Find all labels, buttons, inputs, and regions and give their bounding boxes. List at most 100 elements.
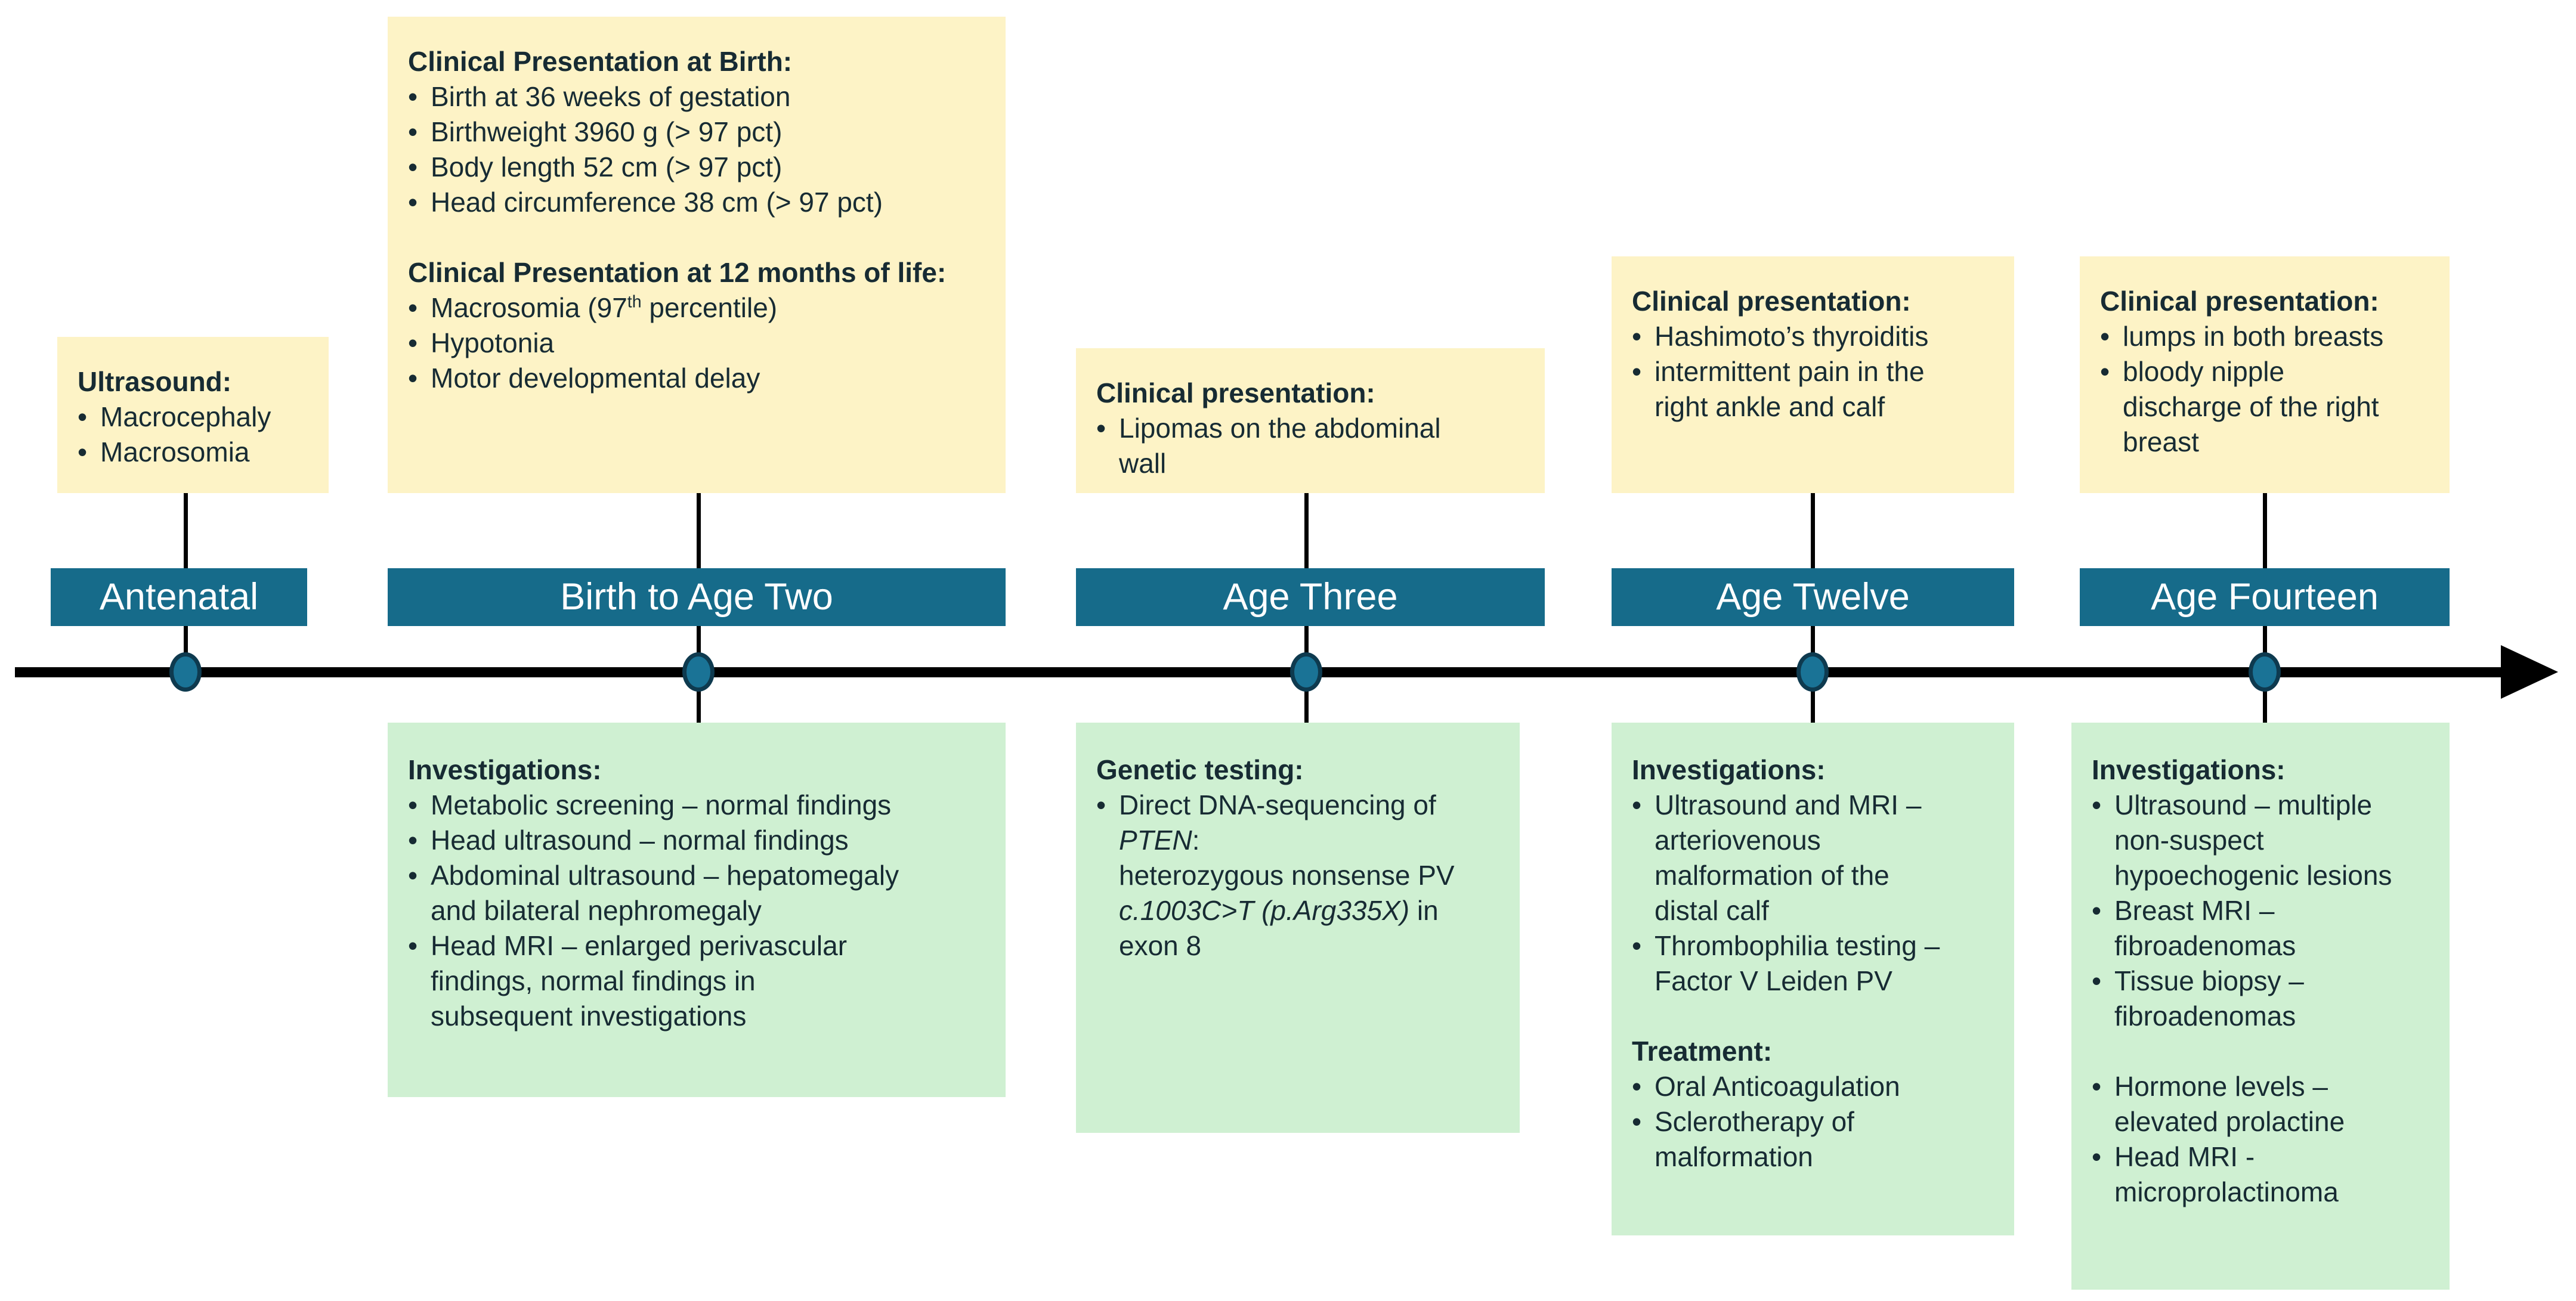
bullet-marker-icon: •	[2100, 356, 2110, 387]
bullet-marker-icon: •	[408, 789, 418, 820]
bullet-item: • Thrombophilia testing –Factor V Leiden …	[1632, 928, 1994, 999]
bullet-item: • Birth at 36 weeks of gestation	[408, 79, 985, 114]
bullet-marker-icon: •	[1632, 1106, 1642, 1137]
bullet-item: • Body length 52 cm (> 97 pct)	[408, 150, 985, 185]
bullet-text: Birthweight 3960 g (> 97 pct)	[431, 116, 783, 147]
bullet-item: • Metabolic screening – normal findings	[408, 788, 985, 823]
bullet-marker-icon: •	[408, 292, 418, 323]
bullet-item: • Hashimoto’s thyroiditis	[1632, 319, 1994, 354]
bullet-text: Oral Anticoagulation	[1655, 1071, 1900, 1102]
bullet-item: •Macrosomia (97th percentile)	[408, 290, 985, 326]
box-heading: Genetic testing:	[1096, 754, 1304, 785]
bullet-marker-icon: •	[78, 401, 88, 432]
clinical-presentation-box: Clinical presentation: • Hashimoto’s thyro…	[1612, 256, 2014, 493]
bullet-gap	[2092, 1034, 2429, 1069]
bullet-text: Head ultrasound – normal findings	[431, 825, 849, 856]
genetic-testing-box: Genetic testing: • Direct DNA-sequencing o…	[1076, 723, 1520, 1133]
age-label-age-twelve: Age Twelve	[1612, 568, 2014, 626]
bullet-marker-icon: •	[1096, 413, 1106, 444]
bullet-item: • Birthweight 3960 g (> 97 pct)	[408, 114, 985, 150]
box-section: Ultrasound: • Macrocephaly • Macrosomia	[78, 364, 308, 470]
box-heading: Clinical presentation:	[1632, 286, 1911, 317]
bullet-text: Head circumference 38 cm (> 97 pct)	[431, 187, 883, 218]
box-heading: Investigations:	[1632, 754, 1826, 785]
bullet-marker-icon: •	[2092, 1071, 2102, 1102]
bullet-marker-icon: •	[2092, 789, 2102, 820]
bullet-marker-icon: •	[1096, 789, 1106, 820]
bullet-marker-icon: •	[78, 436, 88, 467]
bullet-marker-icon: •	[408, 930, 418, 961]
age-label-age-three: Age Three	[1076, 568, 1545, 626]
bullet-marker-icon: •	[408, 363, 418, 394]
timeline-node	[682, 652, 715, 692]
bullet-marker-icon: •	[1632, 930, 1642, 961]
bullet-text: Body length 52 cm (> 97 pct)	[431, 151, 783, 182]
bullet-text: Breast MRI –fibroadenomas	[2114, 895, 2296, 961]
box-heading: Clinical presentation:	[2100, 286, 2379, 317]
box-section: Clinical presentation:•Lipomas on the ab…	[1096, 376, 1524, 481]
bullet-text: Birth at 36 weeks of gestation	[431, 81, 791, 112]
bullet-item: •Oral Anticoagulation	[1632, 1069, 1994, 1104]
bullet-item: •Hypotonia	[408, 326, 985, 361]
bullet-marker-icon: •	[1632, 356, 1642, 387]
box-section: Treatment:•Oral Anticoagulation• Scleroth…	[1632, 1034, 1994, 1175]
bullet-text: Hashimoto’s thyroiditis	[1655, 321, 1929, 352]
box-section: Clinical presentation:•lumps in both bre…	[2100, 284, 2429, 460]
box-heading: Treatment:	[1632, 1036, 1773, 1067]
age-label-age-fourteen: Age Fourteen	[2080, 568, 2450, 626]
bullet-marker-icon: •	[408, 860, 418, 891]
clinical-presentation-box: Clinical Presentation at Birth:•Birth at…	[388, 17, 1006, 493]
timeline-axis	[15, 667, 2508, 677]
bullet-marker-icon: •	[408, 81, 418, 112]
bullet-marker-icon: •	[2092, 1141, 2102, 1172]
box-heading: Investigations:	[408, 754, 602, 785]
bullet-text: Macrosomia	[100, 436, 250, 467]
bullet-text: Thrombophilia testing –Factor V Leiden P…	[1655, 930, 1940, 996]
bullet-marker-icon: •	[408, 151, 418, 182]
timeline-node	[1290, 652, 1322, 692]
timeline-node	[1796, 652, 1829, 692]
bullet-text: Tissue biopsy –fibroadenomas	[2114, 965, 2304, 1031]
bullet-marker-icon: •	[408, 116, 418, 147]
bullet-text: Hormone levels –elevated prolactine	[2114, 1071, 2345, 1137]
bullet-item: • Head MRI -microprolactinoma	[2092, 1139, 2429, 1210]
timeline-node	[2249, 652, 2281, 692]
age-label-antenatal: Antenatal	[51, 568, 307, 626]
bullet-text: Head MRI -microprolactinoma	[2114, 1141, 2339, 1207]
bullet-text: Motor developmental delay	[431, 363, 760, 394]
bullet-text: Macrocephaly	[100, 401, 271, 432]
bullet-marker-icon: •	[1632, 789, 1642, 820]
clinical-presentation-box: Clinical presentation:•Lipomas on the ab…	[1076, 348, 1545, 493]
bullet-item: • Head ultrasound – normal findings	[408, 823, 985, 858]
bullet-item: •lumps in both breasts	[2100, 319, 2429, 354]
box-section: Genetic testing: • Direct DNA-sequencing o…	[1096, 752, 1499, 964]
bullet-marker-icon: •	[408, 825, 418, 856]
bullet-item: •Head circumference 38 cm (> 97 pct)	[408, 185, 985, 220]
bullet-text: Metabolic screening – normal findings	[431, 789, 892, 820]
box-section: Clinical Presentation at Birth:•Birth at…	[408, 44, 985, 220]
bullet-item: • Motor developmental delay	[408, 361, 985, 396]
bullet-item: • Hormone levels –elevated prolactine	[2092, 1069, 2429, 1139]
box-heading: Ultrasound:	[78, 366, 232, 397]
box-section: Clinical Presentation at 12 months of li…	[408, 255, 985, 396]
investigations-treatment-box: Investigations:•Ultrasound and MRI –arte…	[1612, 723, 2014, 1235]
bullet-marker-icon: •	[1632, 321, 1642, 352]
bullet-item: •Tissue biopsy –fibroadenomas	[2092, 964, 2429, 1034]
